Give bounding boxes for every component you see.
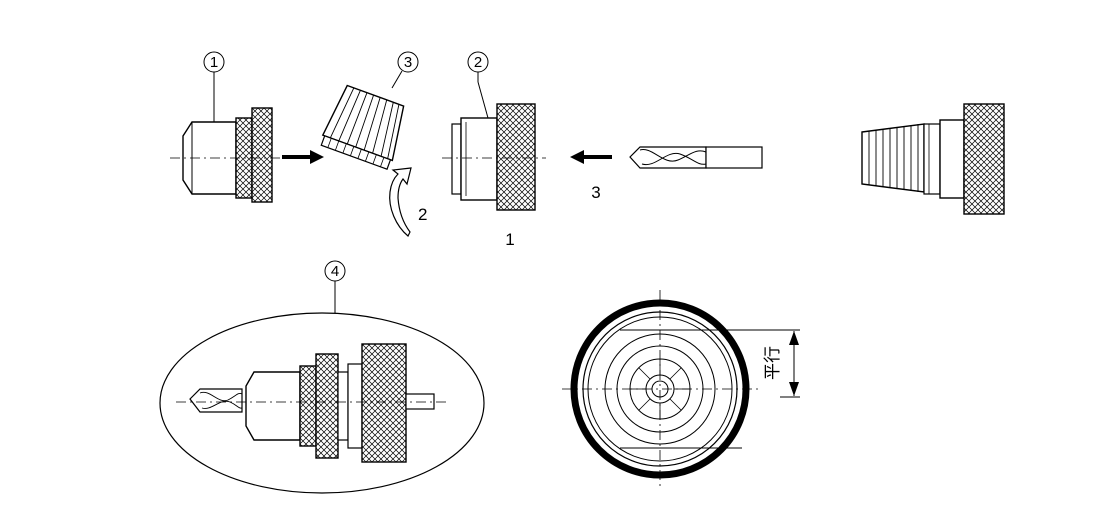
step-2-label: 2 bbox=[418, 205, 427, 224]
collet bbox=[320, 84, 405, 170]
arrow-right bbox=[282, 150, 324, 164]
arrow-left bbox=[570, 150, 612, 164]
callout-3: 3 bbox=[391, 51, 419, 89]
drill-bit bbox=[629, 146, 763, 169]
assembled-collet-nut bbox=[861, 103, 1005, 215]
svg-text:1: 1 bbox=[210, 54, 218, 71]
callout-2: 2 bbox=[467, 51, 489, 119]
chuck-body bbox=[170, 107, 282, 203]
svg-text:3: 3 bbox=[404, 54, 412, 71]
callout-4: 4 bbox=[324, 260, 346, 314]
svg-text:4: 4 bbox=[331, 263, 339, 280]
assembled-tool bbox=[159, 312, 485, 494]
nut bbox=[442, 103, 546, 211]
curved-insert-arrow bbox=[389, 167, 412, 237]
parallel-dimension: 平行 bbox=[763, 331, 800, 398]
callout-1: 1 bbox=[203, 51, 225, 122]
front-view bbox=[562, 290, 800, 490]
svg-text:2: 2 bbox=[474, 54, 482, 71]
step-3-label: 3 bbox=[591, 183, 600, 202]
parallel-label: 平行 bbox=[763, 346, 783, 380]
step-1-label: 1 bbox=[505, 230, 514, 249]
